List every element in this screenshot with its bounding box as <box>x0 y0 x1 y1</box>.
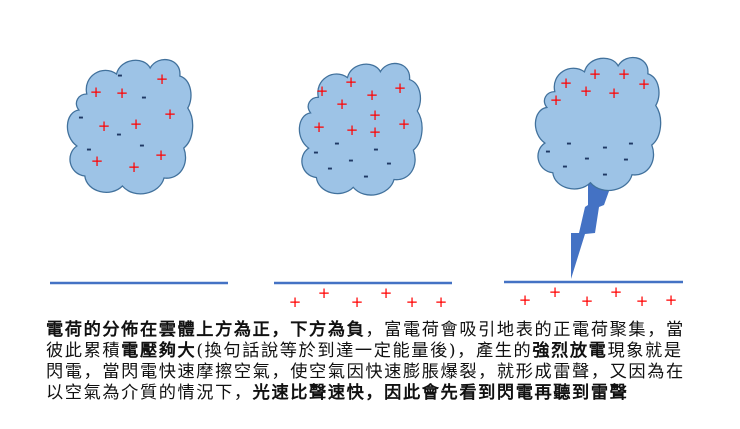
ground-positive-charge-icon: + <box>380 284 393 302</box>
positive-charge-icon: + <box>369 123 382 141</box>
positive-charge-icon: + <box>398 115 411 133</box>
positive-charge-icon: + <box>394 79 407 97</box>
negative-charge-icon: - <box>348 154 353 169</box>
negative-charge-icon: - <box>386 157 391 172</box>
lightning-bolt-icon <box>571 180 613 279</box>
negative-charge-icon: - <box>623 153 628 168</box>
negative-charge-icon: - <box>566 137 571 152</box>
caption-emphasis: 電壓夠大 <box>121 341 197 361</box>
ground-positive-charge-icon: + <box>406 293 419 311</box>
positive-charge-icon: + <box>345 73 358 91</box>
caption-text: 閃電，當閃電快速摩擦空氣，使空氣因快速膨脹爆裂，就形成雷聲，又因為在 <box>46 362 685 382</box>
negative-charge-icon: - <box>86 143 91 158</box>
positive-charge-icon: + <box>366 86 379 104</box>
ground-positive-charge-icon: + <box>318 284 331 302</box>
negative-charge-icon: - <box>628 137 633 152</box>
negative-charge-icon: - <box>602 141 607 156</box>
ground-positive-charge-icon: + <box>581 292 594 310</box>
positive-charge-icon: + <box>130 115 143 133</box>
positive-charge-icon: + <box>128 158 141 176</box>
positive-charge-icon: + <box>618 65 631 83</box>
negative-charge-icon: - <box>363 170 368 185</box>
positive-charge-icon: + <box>589 65 602 83</box>
positive-charge-icon: + <box>156 70 169 88</box>
cloud-charges: +++++++-------- <box>545 65 650 183</box>
ground-positive-charge-icon: + <box>435 293 448 311</box>
negative-charge-icon: - <box>117 69 122 84</box>
positive-charge-icon: + <box>580 82 593 100</box>
positive-charge-icon: + <box>91 152 104 170</box>
caption-emphasis: 電荷的分佈在雲體上方為正，下方為負 <box>46 320 366 340</box>
ground-charges: + + + + + + <box>289 284 448 311</box>
negative-charge-icon: - <box>139 139 144 154</box>
caption-text: (換句話說等於到達一定能量後)，產生的 <box>196 341 533 361</box>
positive-charge-icon: + <box>346 121 359 139</box>
panel-stage-1: +++++++++------ <box>50 58 228 285</box>
negative-charge-icon: - <box>584 152 589 167</box>
ground-positive-charge-icon: + <box>351 293 364 311</box>
positive-charge-icon: + <box>155 146 168 164</box>
caption-emphasis: 強烈放電 <box>532 341 608 361</box>
positive-charge-icon: + <box>638 75 651 93</box>
positive-charge-icon: + <box>369 106 382 124</box>
caption-line: 閃電，當閃電快速摩擦空氣，使空氣因快速膨脹爆裂，就形成雷聲，又因為在 <box>46 362 706 383</box>
positive-charge-icon: + <box>316 82 329 100</box>
positive-charge-icon: + <box>116 84 129 102</box>
panel-stage-3: +++++++-------- ++++++ <box>504 56 683 310</box>
ground-positive-charge-icon: + <box>636 292 649 310</box>
caption-line: 以空氣為介質的情況下，光速比聲速快，因此會先看到閃電再聽到雷聲 <box>46 383 706 404</box>
positive-charge-icon: + <box>98 117 111 135</box>
ground-positive-charge-icon: + <box>665 291 678 309</box>
negative-charge-icon: - <box>116 128 121 143</box>
caption-emphasis: 光速比聲速快，因此會先看到閃電再聽到雷聲 <box>252 383 629 403</box>
caption-text: 現象就是 <box>607 341 683 361</box>
positive-charge-icon: + <box>608 84 621 102</box>
positive-charge-icon: + <box>550 91 563 109</box>
caption-text: 以空氣為介質的情況下， <box>46 383 253 403</box>
cloud-charges: ++++++++++------- <box>313 73 411 185</box>
panel-stage-2: ++++++++++------- ++++++ <box>274 62 452 311</box>
ground-positive-charge-icon: + <box>519 291 532 309</box>
negative-charge-icon: - <box>141 91 146 106</box>
ground-charges: + + + + + + <box>519 283 678 310</box>
negative-charge-icon: - <box>334 137 339 152</box>
negative-charge-icon: - <box>78 111 83 126</box>
caption-text: ，富電荷會吸引地表的正電荷聚集，當 <box>365 320 685 340</box>
negative-charge-icon: - <box>562 160 567 175</box>
negative-charge-icon: - <box>545 145 550 160</box>
positive-charge-icon: + <box>313 118 326 136</box>
positive-charge-icon: + <box>336 95 349 113</box>
caption-line: 彼此累積電壓夠大(換句話說等於到達一定能量後)，產生的強烈放電現象就是 <box>46 341 706 362</box>
positive-charge-icon: + <box>164 105 177 123</box>
ground-positive-charge-icon: + <box>610 283 623 301</box>
ground-positive-charge-icon: + <box>549 283 562 301</box>
positive-charge-icon: + <box>560 74 573 92</box>
negative-charge-icon: - <box>327 162 332 177</box>
explanation-caption: 電荷的分佈在雲體上方為正，下方為負，富電荷會吸引地表的正電荷聚集，當 彼此累積電… <box>46 320 706 404</box>
negative-charge-icon: - <box>602 168 607 183</box>
negative-charge-icon: - <box>313 146 318 161</box>
caption-line: 電荷的分佈在雲體上方為正，下方為負，富電荷會吸引地表的正電荷聚集，當 <box>46 320 706 341</box>
ground-positive-charge-icon: + <box>289 293 302 311</box>
positive-charge-icon: + <box>90 83 103 101</box>
cloud-charges: +++++++++------ <box>78 69 176 177</box>
caption-text: 彼此累積 <box>46 341 122 361</box>
negative-charge-icon: - <box>373 143 378 158</box>
